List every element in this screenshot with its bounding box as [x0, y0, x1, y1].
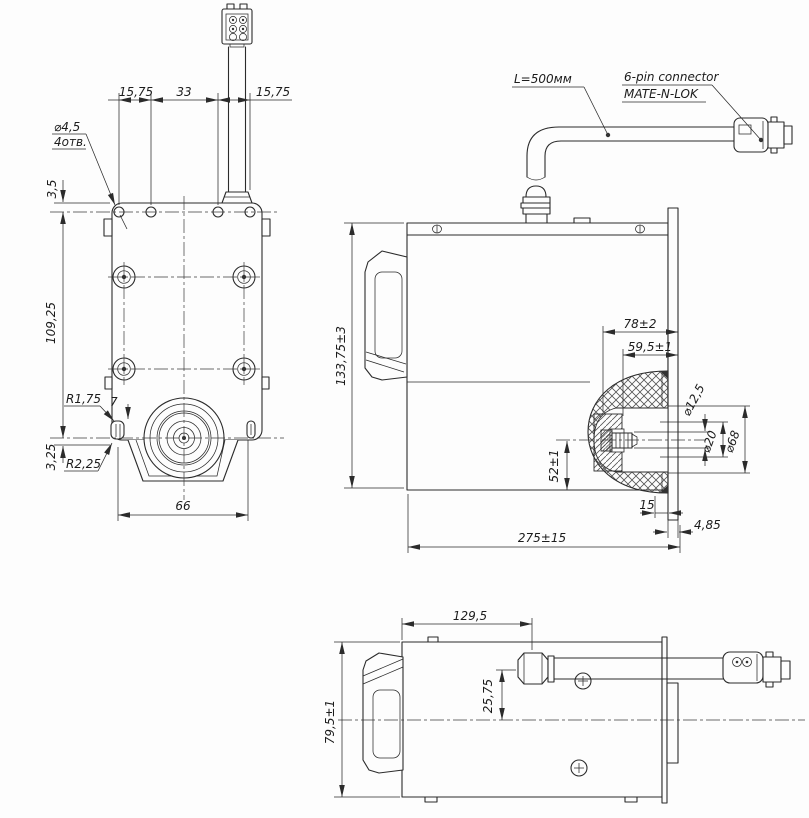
rail-screw-left	[432, 224, 442, 234]
cable	[526, 126, 735, 181]
connector-callout: 6-pin connector MATE-N-LOK	[622, 70, 764, 143]
side-view: 78±2 59,5±1 133,75±3 52±1 ⌀12,5 ⌀20	[334, 207, 750, 553]
dim-knob-face-label: 59,5±1	[628, 340, 672, 354]
radius-outer-label: R1,75	[66, 392, 101, 406]
knob-section	[556, 370, 750, 494]
dim-foot-width-label: 66	[175, 499, 191, 513]
dim-body-width-label: 79,5±1	[323, 700, 337, 744]
hole-callout: ⌀4,5 4отв.	[52, 120, 128, 230]
cable-bottom-view	[553, 657, 724, 680]
tab-height-label: 7	[110, 395, 118, 409]
dim-body-height-label: 133,75±3	[334, 326, 348, 386]
dim-gland-offset-label: 129,5	[453, 609, 487, 623]
hole-dia-label: ⌀4,5	[54, 120, 80, 134]
knob-screw	[600, 429, 638, 452]
screw-bottom	[570, 759, 588, 777]
top-tab	[427, 636, 439, 643]
dim-edge-offset-label: 3,5	[45, 179, 59, 198]
dim-knob-depth: 78±2	[602, 317, 678, 412]
dim-pitch-left-label: 15,75	[119, 85, 153, 99]
dim-lip-offset-label: 15	[639, 498, 654, 512]
front-centerlines	[50, 196, 284, 500]
cable-length-label: L=500мм	[514, 72, 572, 86]
side-tab-left-upper	[103, 218, 113, 237]
dim-body-height: 133,75±3	[334, 222, 404, 489]
mounting-slot-right	[246, 420, 256, 439]
gland-bottom-view	[517, 652, 555, 685]
dim-cable-to-axis-label: 25,75	[481, 679, 495, 713]
radius-inner-label: R2,25	[66, 457, 101, 471]
dim-dia-bore: ⌀12,5	[679, 382, 708, 466]
dim-flange-thickness: 4,85	[653, 518, 721, 538]
connector-label-line2: MATE-N-LOK	[624, 87, 699, 101]
bottom-tab-left	[424, 796, 438, 803]
cable-assembly: L=500мм 6-pin connector MATE-N-LOK	[512, 70, 793, 224]
dim-pitch-right-label: 15,75	[256, 85, 290, 99]
cable-gland	[520, 185, 551, 224]
connector-end-view	[221, 3, 253, 48]
flange-plate	[667, 207, 679, 521]
dim-knob-face: 59,5±1	[622, 340, 678, 416]
dim-axis-to-tab-label: 3,25	[44, 444, 58, 471]
radius-callouts: R1,75 R2,25 7	[64, 392, 131, 472]
dim-axis-to-bottom: 52±1	[547, 441, 570, 490]
dim-hole-pitch: 15,75 33 15,75	[108, 85, 292, 205]
cable-connector	[733, 116, 793, 154]
knob-base-edge	[666, 682, 679, 764]
dim-holes-to-axis-label: 109,25	[44, 302, 58, 344]
dim-knob-depth-label: 78±2	[624, 317, 657, 331]
dim-dia-sleeve: ⌀20	[699, 422, 726, 457]
top-tick	[573, 217, 591, 224]
dim-dia-bore-label: ⌀12,5	[679, 382, 707, 419]
side-tab-right-upper	[261, 218, 271, 237]
hole-count-label: 4отв.	[54, 135, 87, 149]
dim-foot-width: 66	[117, 440, 249, 521]
rod-and-connector-end	[221, 3, 253, 204]
dim-body-width: 79,5±1	[323, 641, 400, 798]
foot-bracket-side	[364, 250, 408, 381]
dim-body-length-label: 275±15	[518, 531, 566, 545]
dim-cable-to-axis: 25,75	[481, 669, 516, 720]
foot-bracket-bottom	[362, 652, 404, 774]
dim-flange-thickness-label: 4,85	[694, 518, 721, 532]
dim-gland-offset: 129,5	[401, 609, 533, 650]
bottom-tab-right	[624, 796, 638, 803]
cable-length-callout: L=500мм	[512, 72, 611, 138]
dim-pitch-mid-label: 33	[176, 85, 191, 99]
dim-body-length: 275±15	[407, 494, 681, 553]
front-view: 15,75 33 15,75 ⌀4,5 4отв. 3,5 109,25 3,2…	[44, 3, 292, 521]
mounting-tab	[110, 420, 125, 440]
connector-bottom-view	[722, 651, 791, 688]
front-left-dims: 3,5 109,25 3,25	[44, 179, 110, 470]
connector-label-line1: 6-pin connector	[624, 70, 720, 84]
side-tab-left-lower	[104, 376, 113, 390]
bottom-view: 129,5 25,75 79,5±1	[323, 609, 805, 804]
rod-base	[221, 191, 253, 204]
screw-near-gland	[574, 672, 592, 690]
dim-dia-opening-label: ⌀68	[722, 428, 743, 454]
dim-dia-opening: ⌀68	[722, 406, 748, 473]
dim-axis-to-bottom-label: 52±1	[547, 450, 561, 483]
side-tab-right-lower	[261, 376, 270, 390]
rail-screw-right	[635, 224, 645, 234]
dim-lip-offset: 15	[639, 496, 683, 518]
